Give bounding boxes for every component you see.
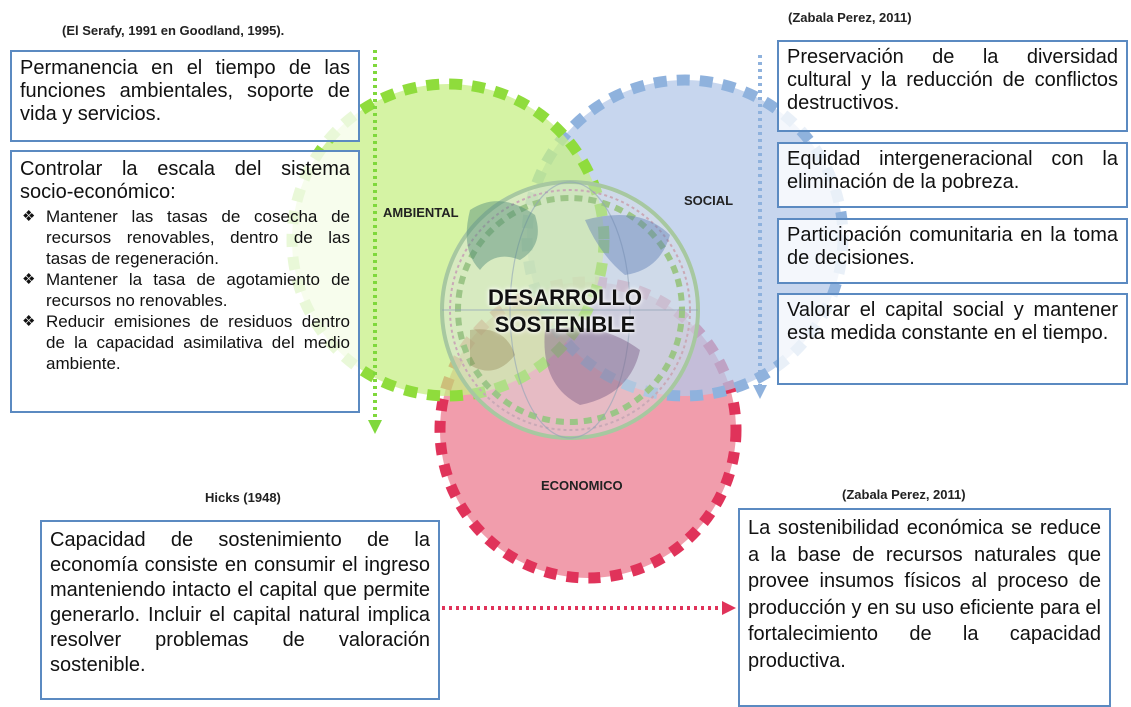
ambiental-box-2-intro: Controlar la escala del sistema socio-ec… <box>20 158 350 203</box>
citation-bottom-left: Hicks (1948) <box>205 490 281 505</box>
social-box-1: Preservación de la diversidad cultural y… <box>777 40 1128 132</box>
economico-box-left: Capacidad de sostenimiento de la economí… <box>40 520 440 700</box>
social-box-3-text: Participación comunitaria en la toma de … <box>787 224 1118 269</box>
center-title: DESARROLLO SOSTENIBLE <box>470 284 660 338</box>
social-label: SOCIAL <box>684 193 734 208</box>
ambiental-label: AMBIENTAL <box>383 205 459 220</box>
economico-box-right: La sostenibilidad económica se reduce a … <box>738 508 1111 707</box>
economico-label: ECONOMICO <box>541 478 623 493</box>
social-box-1-text: Preservación de la diversidad cultural y… <box>787 46 1118 114</box>
citation-top-right: (Zabala Perez, 2011) <box>788 10 912 25</box>
globe-graphic <box>440 180 700 440</box>
ambiental-box-2: Controlar la escala del sistema socio-ec… <box>10 150 360 413</box>
social-box-2: Equidad intergeneracional con la elimina… <box>777 142 1128 208</box>
ambiental-box-1: Permanencia en el tiempo de las funcione… <box>10 50 360 142</box>
social-arrow-head <box>753 385 767 399</box>
ambiental-bullet-2: Mantener la tasa de agotamiento de recur… <box>20 269 350 311</box>
social-box-4-text: Valorar el capital social y mantener est… <box>787 299 1118 344</box>
economico-box-left-text: Capacidad de sostenimiento de la economí… <box>50 529 430 676</box>
center-title-line1: DESARROLLO <box>488 285 642 310</box>
citation-top-left: (El Serafy, 1991 en Goodland, 1995). <box>62 23 285 38</box>
ambiental-box-1-text: Permanencia en el tiempo de las funcione… <box>20 57 350 125</box>
social-box-3: Participación comunitaria en la toma de … <box>777 218 1128 284</box>
center-title-line2: SOSTENIBLE <box>494 312 636 337</box>
ambiental-arrow-head <box>368 420 382 434</box>
citation-bottom-right: (Zabala Perez, 2011) <box>842 487 966 502</box>
ambiental-bullet-1: Mantener las tasas de cosecha de recurso… <box>20 206 350 269</box>
economico-arrow-head <box>722 601 736 615</box>
ambiental-bullet-3: Reducir emisiones de residuos dentro de … <box>20 311 350 374</box>
economico-box-right-text: La sostenibilidad económica se reduce a … <box>748 517 1101 672</box>
social-box-4: Valorar el capital social y mantener est… <box>777 293 1128 385</box>
ambiental-bullet-list: Mantener las tasas de cosecha de recurso… <box>20 206 350 374</box>
social-box-2-text: Equidad intergeneracional con la elimina… <box>787 148 1118 193</box>
